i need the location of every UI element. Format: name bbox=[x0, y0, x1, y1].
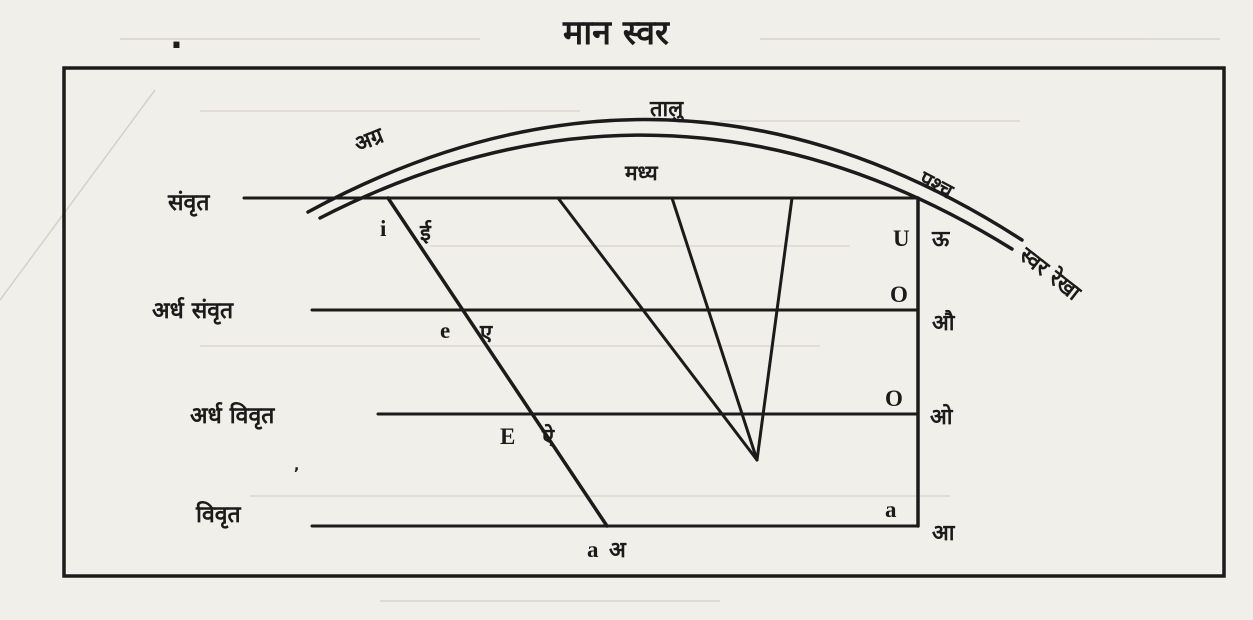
guide-line-3 bbox=[755, 196, 794, 462]
diagram-frame bbox=[62, 66, 1226, 578]
palate-arc-outer bbox=[306, 117, 1024, 242]
vowel-u-roman: U bbox=[893, 226, 910, 251]
open-label: विवृत bbox=[195, 500, 242, 529]
vowel-a-back-devanagari: आ bbox=[932, 521, 956, 546]
vowel-a-back-roman: a bbox=[885, 497, 897, 522]
vowel-E-devanagari: ऐ bbox=[541, 423, 555, 450]
vowel-i-roman: i bbox=[380, 216, 387, 241]
vowel-a-front-roman: a bbox=[587, 537, 599, 562]
middle-label: मध्य bbox=[624, 161, 658, 185]
diagram-title: मान स्वर bbox=[562, 13, 670, 53]
vowel-u-devanagari: ऊ bbox=[931, 227, 950, 252]
vowel-O-devanagari: ओ bbox=[930, 403, 954, 430]
guide-line-1 bbox=[556, 196, 759, 462]
palate-label: तालु bbox=[649, 97, 684, 123]
front-vowel-line bbox=[386, 196, 609, 528]
vowel-a-front-devanagari: अ bbox=[609, 538, 627, 563]
vowel-o-devanagari: औ bbox=[932, 309, 956, 336]
bleed-through-texture bbox=[0, 38, 1220, 602]
front-label: अग्र bbox=[351, 123, 389, 158]
vowel-i-devanagari: ई bbox=[419, 219, 432, 246]
title-bullet: . bbox=[170, 17, 183, 57]
vowel-O-roman: O bbox=[885, 386, 903, 411]
guide-line-2 bbox=[670, 196, 759, 462]
stray-mark: , bbox=[294, 458, 299, 474]
vowel-e-roman: e bbox=[440, 318, 450, 343]
half-close-label: अर्ध संवृत bbox=[152, 296, 234, 325]
close-label: संवृत bbox=[167, 190, 210, 217]
half-open-label: अर्ध विवृत bbox=[190, 401, 275, 430]
vowel-line-label: स्वर रेखा bbox=[1014, 241, 1088, 307]
vowel-e-devanagari: ए bbox=[479, 321, 493, 346]
vowel-o-roman: O bbox=[890, 282, 908, 307]
vowel-E-roman: E bbox=[500, 424, 515, 449]
